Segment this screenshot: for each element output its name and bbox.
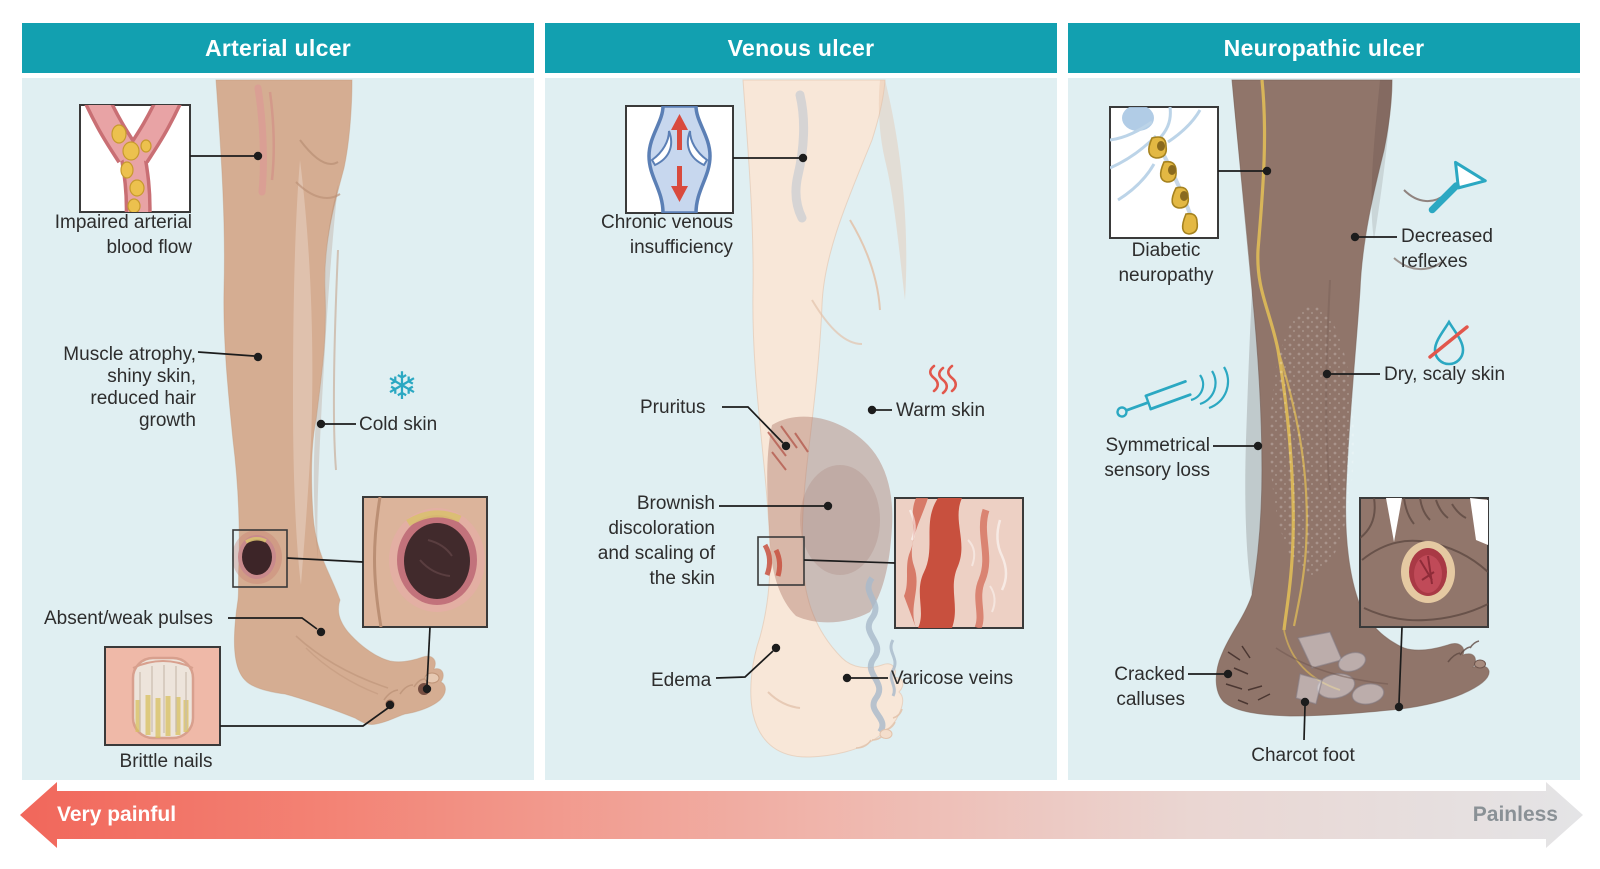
damaged-myelin-chain (1148, 136, 1199, 235)
label-dry-scaly-skin: Dry, scaly skin (1384, 364, 1506, 385)
label-symmetrical-sensory-loss: Symmetrical sensory loss (1104, 435, 1210, 481)
label-diabetic-neuropathy: Diabetic neuropathy (1118, 240, 1214, 286)
arterial-leader-lines (190, 155, 431, 727)
label-varicose-veins: Varicose veins (891, 668, 1014, 689)
varicose-veins-squiggle (865, 576, 897, 734)
label-brownish-discoloration: Brownish discoloration and scaling of th… (597, 493, 715, 589)
label-impaired-arterial-blood-flow: Impaired arterial blood flow (54, 212, 192, 258)
venous-leader-dots (771, 153, 877, 683)
reflex-hammer-icon (1428, 160, 1487, 214)
brownish-discoloration-area (767, 416, 893, 623)
arterial-leader-dots (253, 151, 432, 710)
pain-scale-arrow (20, 782, 1583, 848)
label-decreased-reflexes: Decreased reflexes (1401, 226, 1493, 272)
venous-leg-illustration (742, 79, 907, 758)
no-moisture-icon (1428, 319, 1469, 366)
pain-scale-right-label: Painless (1472, 803, 1558, 826)
label-charcot-foot: Charcot foot (1251, 745, 1355, 766)
nerve-dendrites (1110, 107, 1202, 202)
tuning-fork-icon (1116, 366, 1230, 418)
venous-valve-inset (625, 105, 734, 214)
impaired-artery-inset (79, 104, 191, 213)
arterial-leg-illustration (215, 79, 446, 725)
neuropathic-leader-lines (1188, 170, 1403, 741)
scaling-skin-closeup-inset (894, 497, 1024, 629)
plantar-ulcer-inset (1359, 497, 1489, 628)
big-toenail (424, 672, 440, 684)
panel-header-arterial: Arterial ulcer (22, 23, 534, 73)
diabetic-neuropathy-inset (1109, 106, 1219, 239)
label-absent-weak-pulses: Absent/weak pulses (44, 608, 213, 629)
plaque-deposits (111, 124, 152, 212)
label-cracked-calluses: Cracked calluses (1114, 664, 1185, 710)
vibration-arcs (1190, 366, 1230, 410)
scaling-zoom-source-box (757, 536, 805, 586)
pain-scale-left-label: Very painful (57, 803, 177, 826)
label-muscle-atrophy: Muscle atrophy, shiny skin, reduced hair… (63, 344, 196, 431)
snowflake-icon: ❄ (386, 364, 418, 408)
brittle-nail-inset (104, 646, 221, 746)
label-edema: Edema (651, 670, 712, 691)
reflux-arrows (671, 114, 688, 202)
cracked-calluses-marks (1225, 645, 1271, 705)
arterial-ulcer-closeup-inset (362, 496, 488, 628)
venous-leader-lines (715, 157, 896, 679)
neuropathic-leader-dots (1223, 166, 1404, 712)
scaly-skin-texture (1270, 305, 1354, 575)
arterial-ankle-ulcer (232, 530, 282, 584)
label-chronic-venous-insufficiency: Chronic venous insufficiency (600, 212, 733, 258)
heat-waves-icon (928, 364, 958, 395)
label-pruritus: Pruritus (640, 397, 706, 418)
scratch-marks (767, 425, 809, 471)
label-brittle-nails: Brittle nails (119, 751, 213, 772)
panel-header-venous: Venous ulcer (545, 23, 1057, 73)
label-warm-skin: Warm skin (896, 400, 986, 421)
charcot-bones-overlay (1295, 631, 1385, 705)
neuropathic-leg-illustration (1215, 79, 1490, 717)
panel-header-neuropathic: Neuropathic ulcer (1068, 23, 1580, 73)
superficial-vein (791, 90, 809, 223)
label-cold-skin: Cold skin (359, 414, 438, 435)
